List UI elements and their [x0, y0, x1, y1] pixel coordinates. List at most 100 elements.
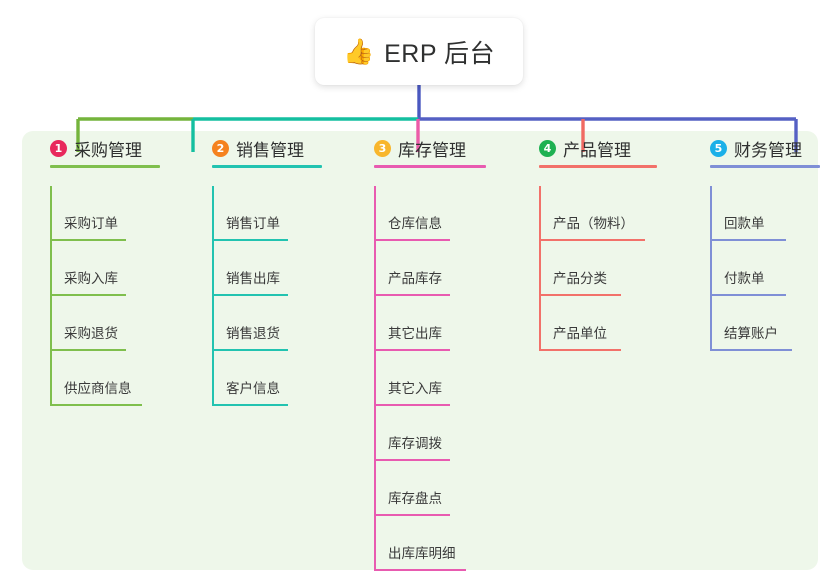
- item-label: 产品分类: [553, 271, 607, 286]
- column-title: 产品管理: [563, 140, 631, 160]
- thumbs-up-icon: 👍: [342, 37, 375, 66]
- item-underline: [212, 294, 288, 296]
- item-connector: [374, 186, 376, 241]
- item-underline: [212, 239, 288, 241]
- item-connector: [374, 296, 376, 351]
- item-underline: [374, 514, 450, 516]
- item-underline: [374, 239, 450, 241]
- item-underline: [539, 349, 621, 351]
- item-label: 销售退货: [226, 326, 280, 341]
- item-connector: [50, 351, 52, 406]
- item-underline: [374, 404, 450, 406]
- item-underline: [374, 569, 466, 571]
- item-label: 销售出库: [226, 271, 280, 286]
- list-item[interactable]: 出库库明细: [360, 516, 486, 571]
- item-label: 采购退货: [64, 326, 118, 341]
- item-connector: [374, 351, 376, 406]
- branch-column-4: 4 产品管理产品（物料） 产品分类产品单位: [525, 131, 657, 351]
- item-label: 采购入库: [64, 271, 118, 286]
- column-title: 采购管理: [74, 140, 142, 160]
- column-items: 销售订单销售出库销售退货客户信息: [198, 186, 322, 406]
- column-header-4[interactable]: 4 产品管理: [525, 131, 657, 165]
- branch-column-1: 1 采购管理采购订单采购入库采购退货供应商信息: [36, 131, 160, 406]
- list-item[interactable]: 供应商信息: [36, 351, 160, 406]
- item-connector: [710, 241, 712, 296]
- item-connector: [212, 241, 214, 296]
- list-item[interactable]: 产品（物料）: [525, 186, 657, 241]
- list-item[interactable]: 库存调拨: [360, 406, 486, 461]
- list-item[interactable]: 产品库存: [360, 241, 486, 296]
- column-items: 采购订单采购入库采购退货供应商信息: [36, 186, 160, 406]
- item-underline: [374, 349, 450, 351]
- item-underline: [710, 239, 786, 241]
- list-item[interactable]: 销售出库: [198, 241, 322, 296]
- list-item[interactable]: 产品分类: [525, 241, 657, 296]
- column-items: 回款单付款单结算账户: [696, 186, 820, 351]
- item-label: 产品（物料）: [553, 216, 634, 231]
- item-connector: [539, 296, 541, 351]
- item-connector: [212, 186, 214, 241]
- item-label: 库存盘点: [388, 491, 442, 506]
- item-connector: [374, 241, 376, 296]
- item-underline: [539, 239, 645, 241]
- item-underline: [374, 294, 450, 296]
- item-underline: [374, 459, 450, 461]
- column-title: 库存管理: [398, 140, 466, 160]
- item-connector: [710, 296, 712, 351]
- column-underline: [50, 165, 160, 168]
- branch-column-3: 3 库存管理仓库信息产品库存其它出库其它入库库存调拨库存盘点出库库明细: [360, 131, 486, 571]
- list-item[interactable]: 库存盘点: [360, 461, 486, 516]
- item-label: 采购订单: [64, 216, 118, 231]
- root-node[interactable]: 👍 ERP 后台: [315, 18, 523, 85]
- column-badge-5: 5: [710, 139, 727, 157]
- list-item[interactable]: 其它入库: [360, 351, 486, 406]
- item-label: 销售订单: [226, 216, 280, 231]
- column-badge-1: 1: [50, 139, 67, 157]
- item-connector: [374, 406, 376, 461]
- item-label: 库存调拨: [388, 436, 442, 451]
- item-underline: [50, 404, 142, 406]
- item-underline: [50, 349, 126, 351]
- column-underline: [374, 165, 486, 168]
- item-label: 产品库存: [388, 271, 442, 286]
- list-item[interactable]: 结算账户: [696, 296, 820, 351]
- list-item[interactable]: 产品单位: [525, 296, 657, 351]
- item-connector: [539, 186, 541, 241]
- item-connector: [50, 186, 52, 241]
- item-label: 回款单: [724, 216, 765, 231]
- list-item[interactable]: 采购订单: [36, 186, 160, 241]
- list-item[interactable]: 客户信息: [198, 351, 322, 406]
- column-underline: [212, 165, 322, 168]
- column-badge-4: 4: [539, 139, 556, 157]
- column-items: 产品（物料） 产品分类产品单位: [525, 186, 657, 351]
- item-connector: [50, 241, 52, 296]
- item-label: 付款单: [724, 271, 765, 286]
- item-underline: [710, 349, 792, 351]
- item-connector: [710, 186, 712, 241]
- list-item[interactable]: 其它出库: [360, 296, 486, 351]
- list-item[interactable]: 采购入库: [36, 241, 160, 296]
- item-underline: [212, 349, 288, 351]
- item-label: 出库库明细: [388, 546, 456, 561]
- list-item[interactable]: 付款单: [696, 241, 820, 296]
- item-label: 客户信息: [226, 381, 280, 396]
- column-underline: [539, 165, 657, 168]
- list-item[interactable]: 销售订单: [198, 186, 322, 241]
- column-items: 仓库信息产品库存其它出库其它入库库存调拨库存盘点出库库明细: [360, 186, 486, 571]
- item-connector: [374, 461, 376, 516]
- column-header-1[interactable]: 1 采购管理: [36, 131, 160, 165]
- item-label: 产品单位: [553, 326, 607, 341]
- list-item[interactable]: 销售退货: [198, 296, 322, 351]
- column-badge-3: 3: [374, 139, 391, 157]
- item-underline: [50, 239, 126, 241]
- list-item[interactable]: 回款单: [696, 186, 820, 241]
- list-item[interactable]: 仓库信息: [360, 186, 486, 241]
- item-connector: [374, 516, 376, 571]
- list-item[interactable]: 采购退货: [36, 296, 160, 351]
- column-header-3[interactable]: 3 库存管理: [360, 131, 486, 165]
